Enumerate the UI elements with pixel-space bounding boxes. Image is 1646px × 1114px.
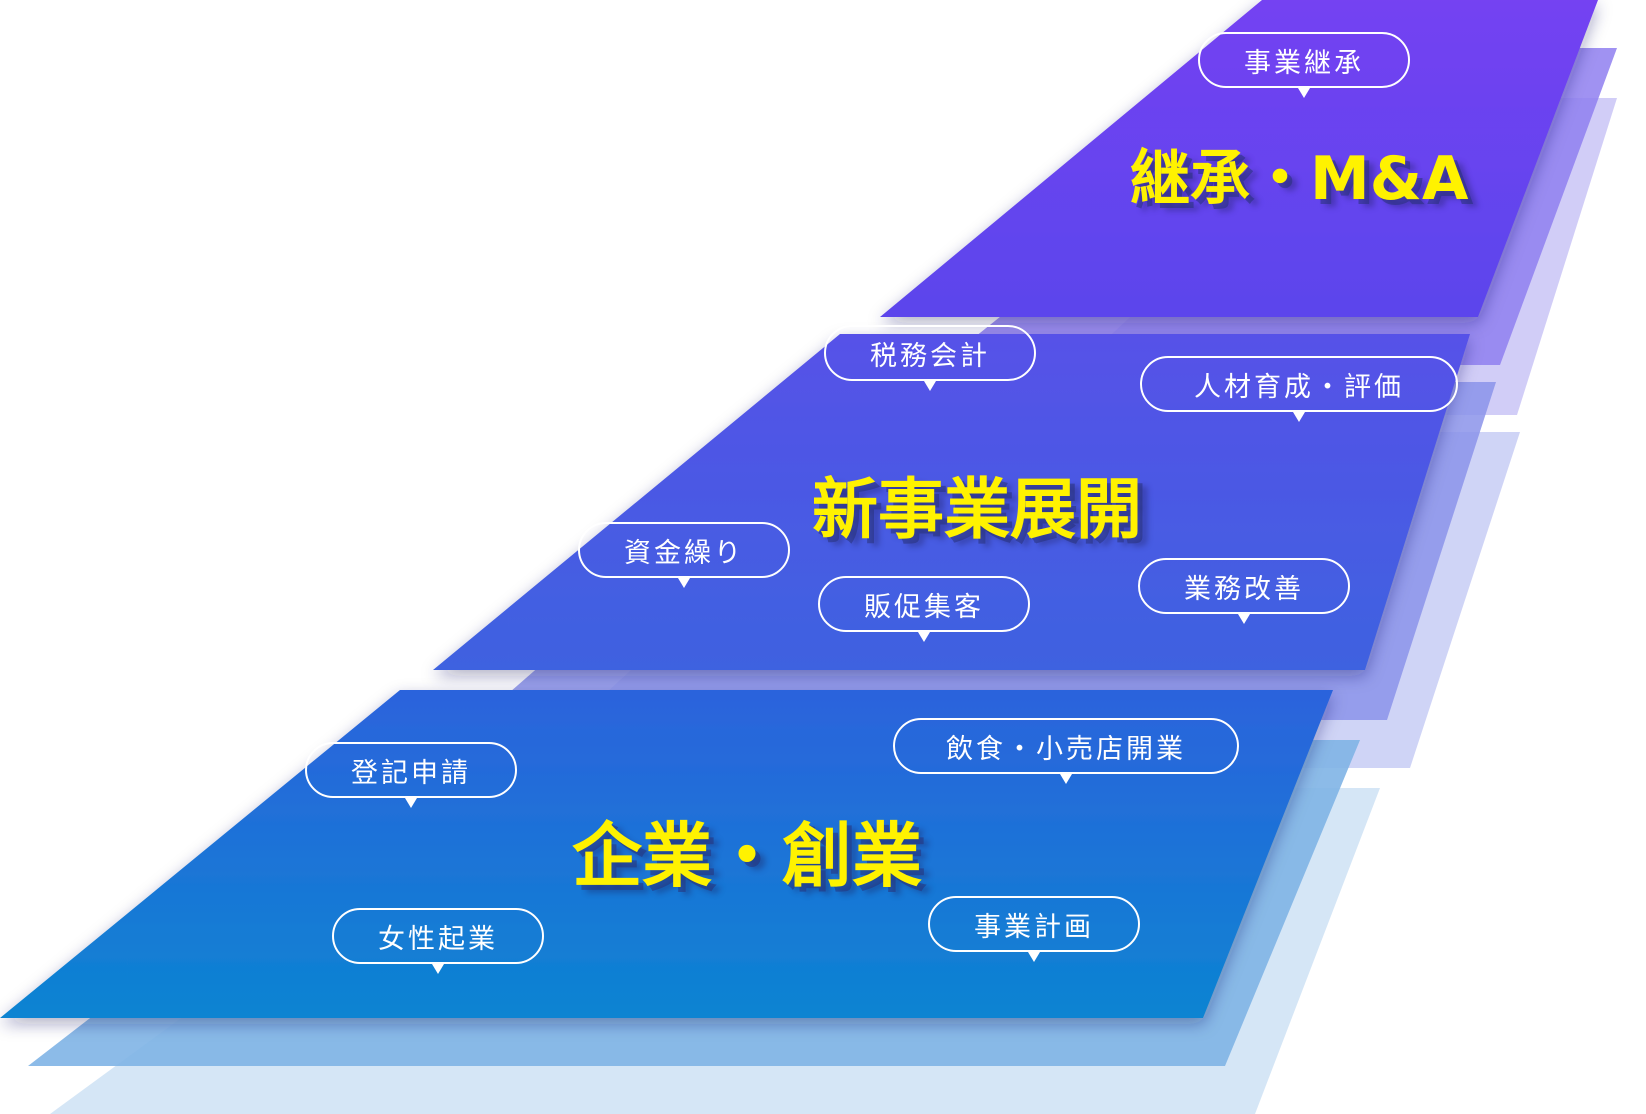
tag-josei-kigyo: 女性起業 [332, 908, 544, 974]
tag-inshoku-kouri: 飲食・小売店開業 [893, 718, 1239, 784]
tag-shikin-guri: 資金繰り [578, 522, 790, 588]
layer-title-startup: 企業・創業 [572, 815, 922, 897]
tag-toki-shinsei: 登記申請 [305, 742, 517, 808]
layer-title-new-business: 新事業展開 [812, 471, 1142, 548]
tag-hansoku-shukyaku: 販促集客 [818, 576, 1030, 642]
tag-zeimu-kaikei: 税務会計 [824, 325, 1036, 391]
tag-jigyo-keisho: 事業継承 [1198, 32, 1410, 98]
tag-jigyo-keikaku: 事業計画 [928, 896, 1140, 962]
layer-title-succession: 継承・M&A [1130, 144, 1469, 214]
tag-gyomu-kaizen: 業務改善 [1138, 558, 1350, 624]
top-layer-plate [880, 0, 1598, 317]
middle-layer-plate [433, 334, 1470, 670]
tag-jinzai-ikusei: 人材育成・評価 [1140, 356, 1458, 422]
